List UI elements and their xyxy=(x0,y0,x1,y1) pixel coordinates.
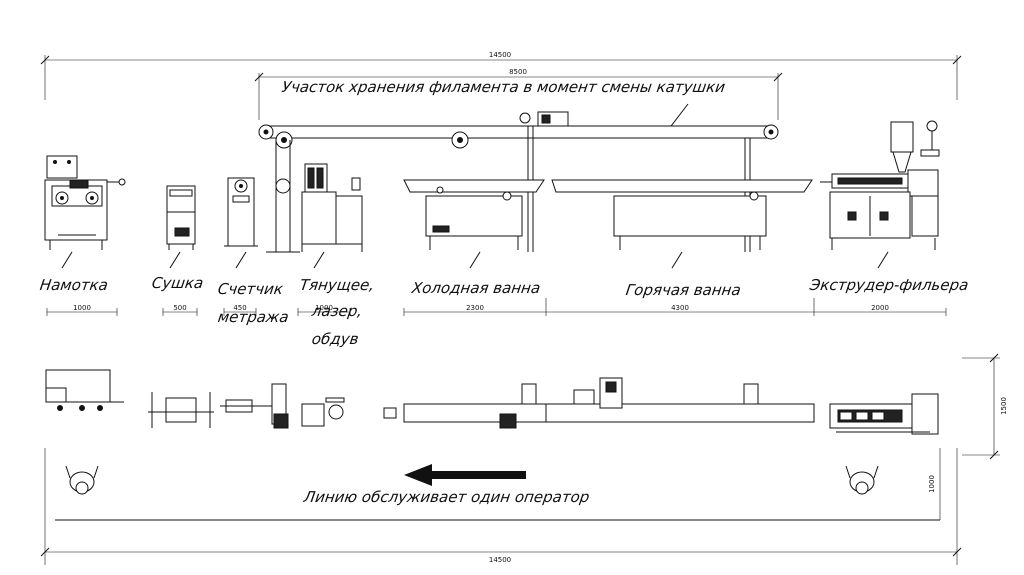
dim-line-width: 1500 xyxy=(1000,397,1008,415)
dim-cold-bath: 2300 xyxy=(466,304,484,312)
dim-meter: 450 xyxy=(233,304,246,312)
operator-left-icon xyxy=(65,465,99,495)
operator-right-icon xyxy=(845,465,879,495)
label-puller-line3: обдув xyxy=(310,330,360,348)
dim-total-top: 14500 xyxy=(489,51,511,59)
dim-storage: 8500 xyxy=(509,68,527,76)
extruder xyxy=(820,120,940,250)
dim-winding: 1000 xyxy=(73,304,91,312)
label-leaders xyxy=(61,251,889,269)
label-extruder: Экструдер-фильера xyxy=(808,276,970,294)
label-drying: Сушка xyxy=(150,274,205,292)
dimension-storage: 8500 xyxy=(254,68,783,131)
dimension-total-top: 14500 xyxy=(40,51,962,100)
label-puller-line1: Тянущее, xyxy=(298,276,376,294)
hot-bath xyxy=(551,179,813,250)
dim-extruder: 2000 xyxy=(871,304,889,312)
dimension-right: 1500 1000 xyxy=(928,353,1008,520)
label-cold-bath: Холодная ванна xyxy=(410,279,542,297)
operator-zone xyxy=(44,448,958,565)
dimension-bars: 1000 500 450 1000 2300 4300 2000 xyxy=(46,298,947,316)
label-puller-line2: лазер, xyxy=(310,302,364,320)
dim-total-bottom: 14500 xyxy=(489,556,511,564)
dim-operator-zone: 1000 xyxy=(928,475,936,493)
direction-arrow xyxy=(404,464,526,486)
drying-machine xyxy=(166,185,196,250)
label-hot-bath: Горячая ванна xyxy=(624,281,743,299)
winding-machine xyxy=(44,155,126,250)
label-meter-line1: Счетчик xyxy=(216,280,285,298)
label-operator-note: Линию обслуживает один оператор xyxy=(302,488,591,506)
dim-hot-bath: 4300 xyxy=(671,304,689,312)
puller-unit xyxy=(275,163,363,252)
dim-drying: 500 xyxy=(173,304,186,312)
meter-counter xyxy=(224,177,258,247)
label-winding: Намотка xyxy=(38,276,110,294)
cold-bath xyxy=(403,179,545,250)
dim-puller: 1000 xyxy=(315,304,333,312)
plan-view xyxy=(45,369,939,435)
dimension-total-bottom: 14500 xyxy=(40,547,962,564)
label-storage: Участок хранения филамента в момент смен… xyxy=(280,78,727,96)
label-meter-line2: метража xyxy=(216,308,290,326)
